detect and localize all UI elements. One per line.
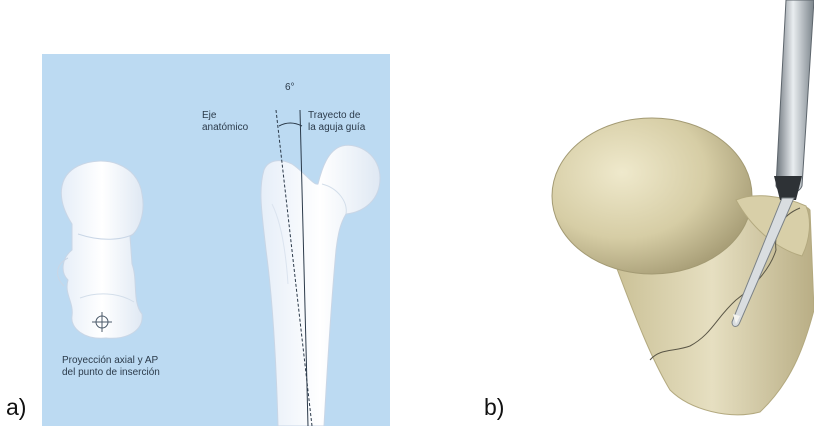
axial-femur-view [58,161,143,338]
panel-a-letter: a) [6,394,26,420]
anatomic-axis-label: Eje anatómico [202,110,248,134]
panel-b-illustration [540,0,814,426]
femur-head-render [540,0,814,426]
projection-label: Proyección axial y AP del punto de inser… [62,355,160,379]
ap-femur-view [261,145,380,426]
angle-label: 6° [285,82,295,94]
femur-bone [552,118,814,415]
angle-arc [279,123,302,126]
panel-b-letter: b) [484,394,504,420]
guide-path-label: Trayecto de la aguja guía [308,110,365,134]
panel-a-diagram: 6° Eje anatómico Trayecto de la aguja gu… [42,54,390,426]
